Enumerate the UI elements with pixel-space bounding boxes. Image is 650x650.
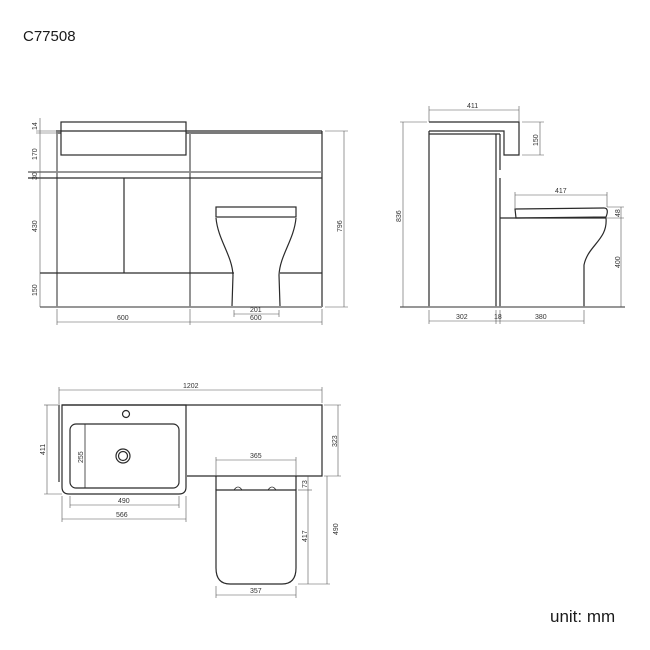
toilet-pan-front	[215, 217, 297, 307]
waste-inner	[117, 450, 129, 462]
dim-front-201: 201	[250, 307, 262, 314]
dim-side-48: 48	[615, 209, 622, 217]
dim-front-30: 30	[32, 172, 39, 180]
basin-front	[60, 121, 187, 156]
plan-view: 1202 411 255 490 566 323 365 73 417 490 …	[40, 383, 341, 598]
dim-front-600-left: 600	[117, 315, 129, 322]
basin-plan	[61, 404, 187, 495]
basin-side	[429, 121, 520, 156]
dim-plan-566: 566	[116, 512, 128, 519]
toilet-seat-front	[215, 206, 297, 218]
dim-plan-417: 417	[302, 530, 309, 542]
tap-hole-icon	[121, 409, 131, 419]
toilet-pan-side	[500, 217, 607, 307]
panel-side	[495, 134, 501, 307]
basin-bowl	[69, 423, 180, 489]
dim-side-18: 18	[494, 314, 502, 321]
dim-plan-365: 365	[250, 453, 262, 460]
front-view: 14 170 30 430 150 796 600 201 600	[28, 118, 348, 325]
dim-plan-490-bowl: 490	[118, 498, 130, 505]
dim-plan-73: 73	[302, 480, 309, 488]
dim-front-150: 150	[32, 284, 39, 296]
dim-side-380: 380	[535, 314, 547, 321]
toilet-seat-side	[514, 207, 608, 219]
waste-outer	[115, 448, 131, 464]
dim-side-836: 836	[396, 210, 403, 222]
dim-side-302: 302	[456, 314, 468, 321]
dim-plan-255: 255	[78, 451, 85, 463]
dim-front-14: 14	[32, 122, 39, 130]
side-view: 411 150 836 417 48 400 302 18 380	[396, 103, 625, 324]
dim-front-600-right: 600	[250, 315, 262, 322]
dim-front-170: 170	[32, 148, 39, 160]
toilet-seat-plan	[215, 489, 297, 585]
dim-plan-323: 323	[332, 435, 339, 447]
dim-side-150: 150	[533, 134, 540, 146]
dim-plan-1202: 1202	[183, 383, 199, 390]
product-code: C77508	[23, 28, 76, 45]
dim-side-417: 417	[555, 188, 567, 195]
dim-side-411: 411	[467, 103, 478, 110]
dim-front-796: 796	[337, 220, 344, 232]
unit-label: unit: mm	[550, 607, 616, 626]
seat-hinges	[233, 486, 277, 491]
dim-side-400: 400	[615, 256, 622, 268]
dim-front-430: 430	[32, 220, 39, 232]
worktop-plan	[62, 404, 323, 477]
dim-plan-357: 357	[250, 588, 262, 595]
dim-plan-411: 411	[40, 444, 47, 455]
dim-plan-490-pan: 490	[333, 523, 340, 535]
